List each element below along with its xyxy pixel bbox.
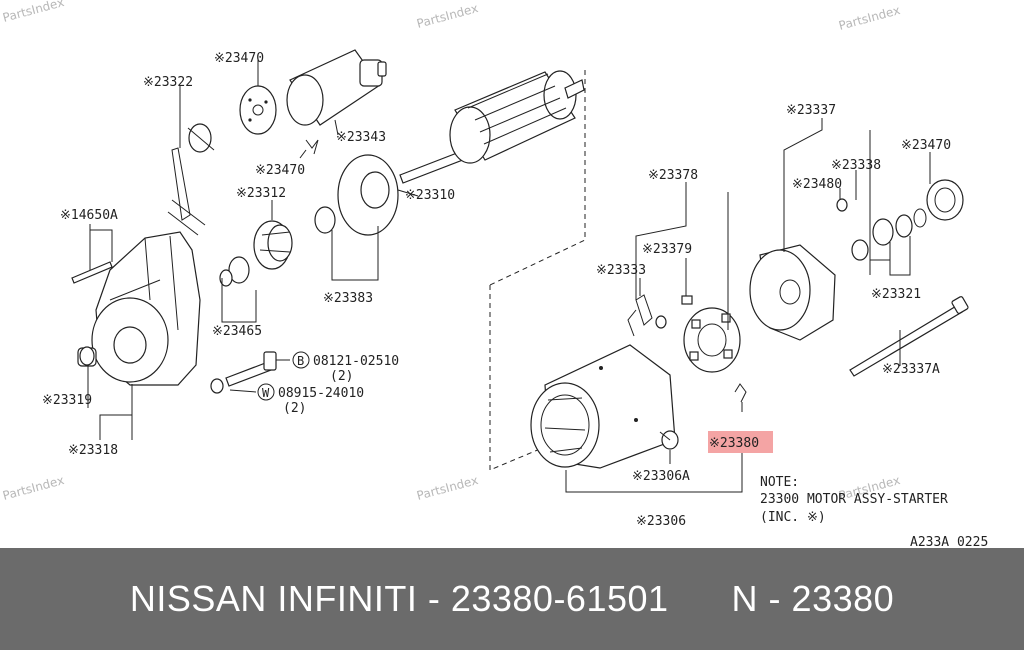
plate-23470-top	[239, 85, 277, 135]
plate-23310	[337, 154, 399, 236]
label-23310[interactable]: ※23310	[405, 188, 455, 203]
note-line-2: (INC. ※)	[760, 510, 826, 525]
label-08915-24010[interactable]: 08915-24010	[278, 386, 364, 401]
exploded-parts-diagram: PartsIndex PartsIndex PartsIndex PartsIn…	[1, 0, 988, 548]
gear-housing-23318	[91, 231, 201, 386]
label-23322[interactable]: ※23322	[143, 75, 193, 90]
watermark-bottom-center: PartsIndex	[415, 473, 479, 503]
lever-23322	[167, 123, 215, 236]
brush-lead-23333	[627, 294, 667, 337]
washer-08915	[210, 378, 224, 394]
label-23465[interactable]: ※23465	[212, 324, 262, 339]
label-23318[interactable]: ※23318	[68, 443, 118, 458]
solenoid-23343	[286, 49, 387, 126]
watermark-top-right: PartsIndex	[837, 3, 901, 33]
bolt-08121	[225, 351, 277, 387]
label-23333[interactable]: ※23333	[596, 263, 646, 278]
spring-23470-mid	[305, 139, 319, 155]
bolt-14650A	[71, 261, 113, 284]
leader-lines	[87, 60, 931, 493]
label-23306[interactable]: ※23306	[636, 514, 686, 529]
diagram-code: A233A 0225	[910, 535, 988, 548]
label-23379[interactable]: ※23379	[642, 242, 692, 257]
armature-23310	[399, 70, 585, 184]
label-23321[interactable]: ※23321	[871, 287, 921, 302]
watermark-bottom-left: PartsIndex	[1, 473, 65, 503]
label-08915-qty: (2)	[283, 401, 306, 416]
highlight-23380	[708, 431, 773, 453]
label-23337A[interactable]: ※23337A	[882, 362, 940, 377]
cap-23470-right	[926, 179, 964, 221]
label-23383[interactable]: ※23383	[323, 291, 373, 306]
label-23319[interactable]: ※23319	[42, 393, 92, 408]
part-banner: NISSAN INFINITI - 23380-61501 N - 23380	[0, 548, 1024, 650]
washer-set-23338	[851, 208, 927, 261]
label-23338[interactable]: ※23338	[831, 158, 881, 173]
note-title: NOTE:	[760, 475, 799, 490]
brush-23379	[681, 295, 693, 305]
note-line-1: 23300 MOTOR ASSY-STARTER	[760, 492, 948, 507]
label-23470-right[interactable]: ※23470	[901, 138, 951, 153]
banner-title: NISSAN INFINITI - 23380-61501 N - 23380	[129, 578, 895, 619]
label-08121-qty: (2)	[330, 369, 353, 384]
label-23470-mid[interactable]: ※23470	[255, 163, 305, 178]
circle-b-marker	[292, 351, 310, 369]
label-23337[interactable]: ※23337	[786, 103, 836, 118]
screw-23306A	[659, 430, 679, 450]
circle-w-letter: W	[262, 386, 270, 400]
screw-23480	[836, 198, 848, 212]
label-23312[interactable]: ※23312	[236, 186, 286, 201]
label-14650A[interactable]: ※14650A	[60, 208, 118, 223]
label-23306A[interactable]: ※23306A	[632, 469, 690, 484]
label-23343[interactable]: ※23343	[336, 130, 386, 145]
rear-cover-23337	[749, 244, 836, 341]
collar-23383	[228, 206, 336, 284]
label-23470-top[interactable]: ※23470	[214, 51, 264, 66]
label-08121-02510[interactable]: 08121-02510	[313, 354, 399, 369]
label-23380[interactable]: ※23380	[709, 436, 759, 451]
watermark-top-left: PartsIndex	[1, 0, 65, 25]
watermark-top-center: PartsIndex	[415, 1, 479, 31]
spring-23380	[734, 383, 747, 403]
ring-23465	[219, 269, 233, 287]
brush-holder-23378	[683, 307, 741, 373]
bushing-23319	[77, 346, 97, 367]
circle-w-marker	[257, 383, 275, 401]
label-23480[interactable]: ※23480	[792, 177, 842, 192]
label-23378[interactable]: ※23378	[648, 168, 698, 183]
through-bolt-23337A	[849, 296, 969, 377]
circle-b-letter: B	[297, 354, 304, 368]
pinion-23312	[253, 220, 293, 270]
yoke-23306	[530, 344, 676, 469]
